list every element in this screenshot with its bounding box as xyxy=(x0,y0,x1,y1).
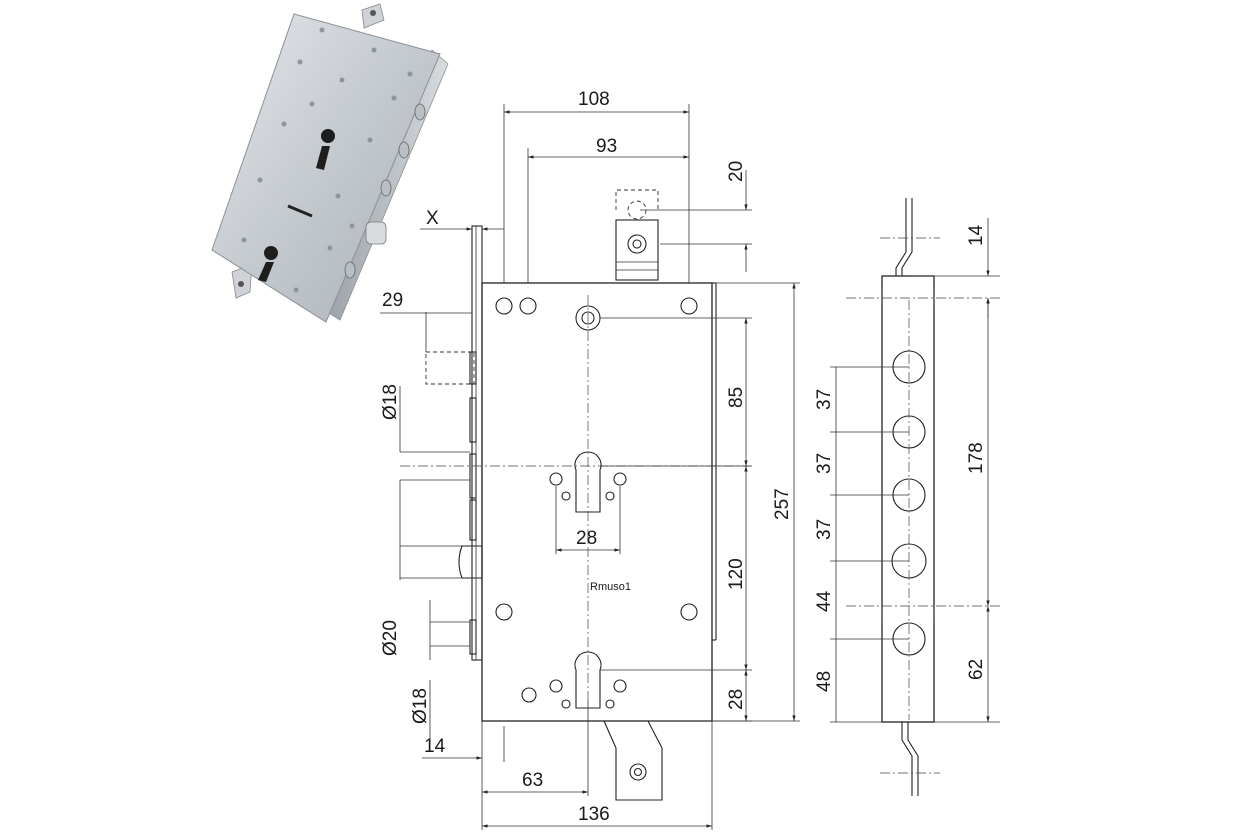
lock-product-photo xyxy=(211,3,449,323)
dim-63: 63 xyxy=(522,770,543,791)
dim-28-lower: 28 xyxy=(726,689,747,710)
dim-side-37a: 37 xyxy=(814,389,835,410)
dim-side-44: 44 xyxy=(814,590,835,612)
dim-14-bolt: 14 xyxy=(424,736,446,757)
dim-28-cylinder: 28 xyxy=(576,528,597,549)
dim-side-178: 178 xyxy=(966,442,987,474)
dim-120: 120 xyxy=(726,558,747,590)
dim-side-48: 48 xyxy=(814,671,835,692)
dim-side-62: 62 xyxy=(966,659,987,680)
dim-side-37c: 37 xyxy=(814,519,835,540)
dim-d20: Ø20 xyxy=(380,620,401,656)
front-view: Rmuso1 xyxy=(400,189,750,801)
side-dimension-lines xyxy=(830,218,1000,723)
side-view xyxy=(846,198,1000,796)
dim-29: 29 xyxy=(382,290,403,311)
dim-257: 257 xyxy=(772,488,793,520)
dim-136: 136 xyxy=(578,804,610,825)
dim-85: 85 xyxy=(726,387,747,408)
dim-d18-lower: Ø18 xyxy=(410,688,431,724)
dim-93: 93 xyxy=(596,136,617,157)
dim-side-14: 14 xyxy=(966,224,987,246)
dim-20: 20 xyxy=(726,161,747,182)
body-stamp: Rmuso1 xyxy=(590,581,631,593)
dim-side-37b: 37 xyxy=(814,453,835,474)
lock-case xyxy=(481,282,713,722)
front-dimension-lines xyxy=(380,104,800,830)
dim-108: 108 xyxy=(578,89,610,110)
dimension-labels: 108 93 20 X 29 Ø18 85 28 257 120 Ø20 Ø18… xyxy=(380,89,987,825)
dim-x: X xyxy=(426,208,439,229)
dim-d18-upper: Ø18 xyxy=(380,384,401,420)
